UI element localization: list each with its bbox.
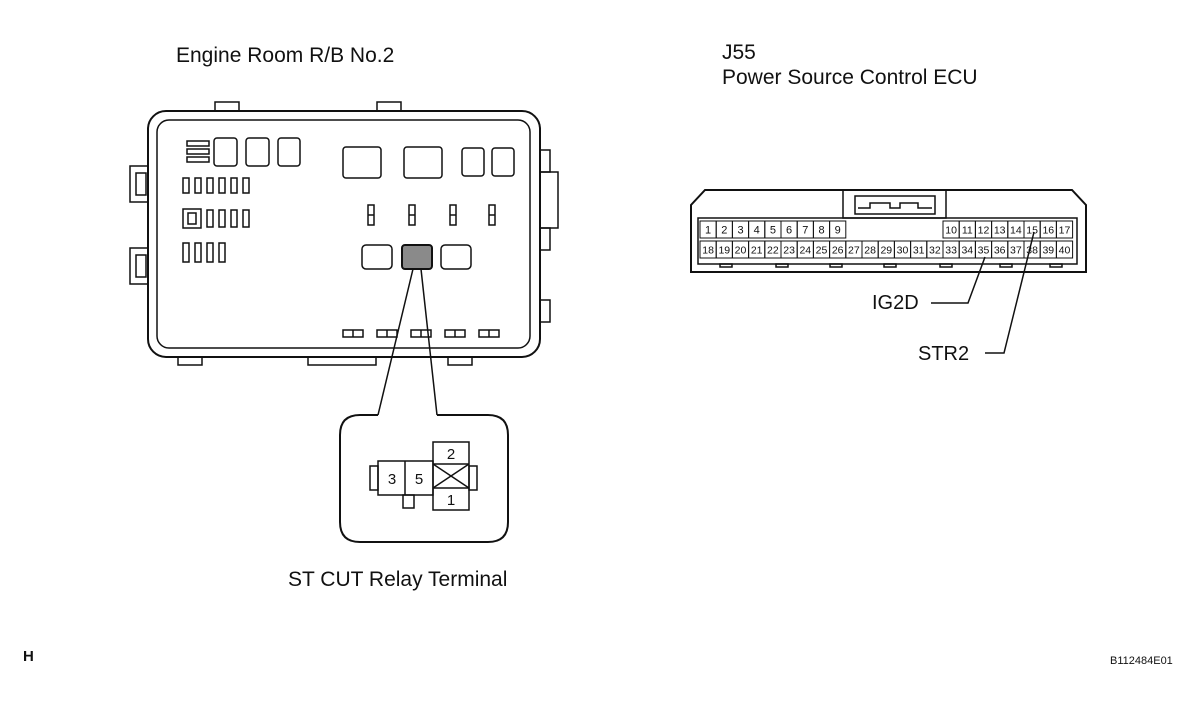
ecu-pin-15: 15	[1026, 225, 1038, 237]
relay-terminal-1: 1	[447, 492, 455, 509]
relay-caption: ST CUT Relay Terminal	[288, 568, 508, 591]
ecu-pin-23: 23	[783, 245, 795, 257]
ecu-connector-code: J55	[722, 41, 756, 64]
ig2d-leader-line	[931, 256, 986, 304]
ecu-pin-37: 37	[1010, 245, 1022, 257]
ecu-pin-9: 9	[835, 225, 841, 237]
ecu-connector-housing	[690, 189, 1087, 273]
ecu-pin-7: 7	[802, 225, 808, 237]
ecu-pin-13: 13	[994, 225, 1006, 237]
corner-letter: H	[23, 648, 34, 665]
ecu-pin-11: 11	[962, 225, 973, 237]
ecu-pin-cell	[1055, 240, 1074, 259]
ecu-pin-27: 27	[848, 245, 860, 257]
ecu-pin-34: 34	[961, 245, 973, 257]
ecu-pin-29: 29	[880, 245, 892, 257]
ecu-pin-21: 21	[751, 245, 763, 257]
ecu-pin-19: 19	[718, 245, 730, 257]
ecu-pin-8: 8	[818, 225, 824, 237]
relay-leader-line	[377, 268, 438, 416]
ecu-pin-36: 36	[994, 245, 1006, 257]
ecu-pin-39: 39	[1042, 245, 1054, 257]
figure-code: B112484E01	[1110, 655, 1173, 667]
ecu-pin-35: 35	[978, 245, 990, 257]
ecu-pin-30: 30	[897, 245, 909, 257]
ecu-pin-20: 20	[735, 245, 747, 257]
ecu-pin-cell	[829, 220, 847, 239]
ecu-pin-22: 22	[767, 245, 779, 257]
relay-block-title: Engine Room R/B No.2	[176, 44, 395, 67]
ig2d-label: IG2D	[872, 292, 919, 314]
ecu-pin-12: 12	[978, 225, 990, 237]
ecu-pin-33: 33	[945, 245, 957, 257]
ecu-pin-3: 3	[737, 225, 743, 237]
ecu-pin-17: 17	[1059, 225, 1071, 237]
relay-terminal-3: 3	[388, 471, 396, 488]
ecu-pin-28: 28	[864, 245, 876, 257]
relay-terminal-5: 5	[415, 471, 423, 488]
ecu-pin-40: 40	[1059, 245, 1071, 257]
ecu-pin-25: 25	[816, 245, 828, 257]
ecu-pin-1: 1	[705, 225, 711, 237]
ecu-pin-18: 18	[702, 245, 714, 257]
ecu-pin-5: 5	[770, 225, 776, 237]
ecu-pin-6: 6	[786, 225, 792, 237]
ecu-pin-4: 4	[754, 225, 760, 237]
ecu-name: Power Source Control ECU	[722, 66, 978, 89]
ecu-pin-14: 14	[1010, 225, 1022, 237]
ecu-pin-16: 16	[1042, 225, 1054, 237]
ecu-pin-cell	[1055, 220, 1074, 239]
ecu-pin-32: 32	[929, 245, 941, 257]
ecu-pin-10: 10	[945, 225, 957, 237]
relay-terminal-2: 2	[447, 446, 455, 463]
ecu-pin-24: 24	[799, 245, 811, 257]
relay-terminal-diagram	[369, 441, 478, 511]
relay-block-housing	[129, 101, 559, 366]
st-cut-relay-highlight	[401, 244, 433, 270]
ecu-pin-26: 26	[832, 245, 844, 257]
relay-callout-bubble	[339, 414, 509, 543]
ecu-pin-38: 38	[1026, 245, 1038, 257]
str2-leader-line	[985, 231, 1035, 354]
str2-label: STR2	[918, 343, 970, 365]
ecu-pin-2: 2	[721, 225, 727, 237]
ecu-pin-31: 31	[913, 245, 925, 257]
